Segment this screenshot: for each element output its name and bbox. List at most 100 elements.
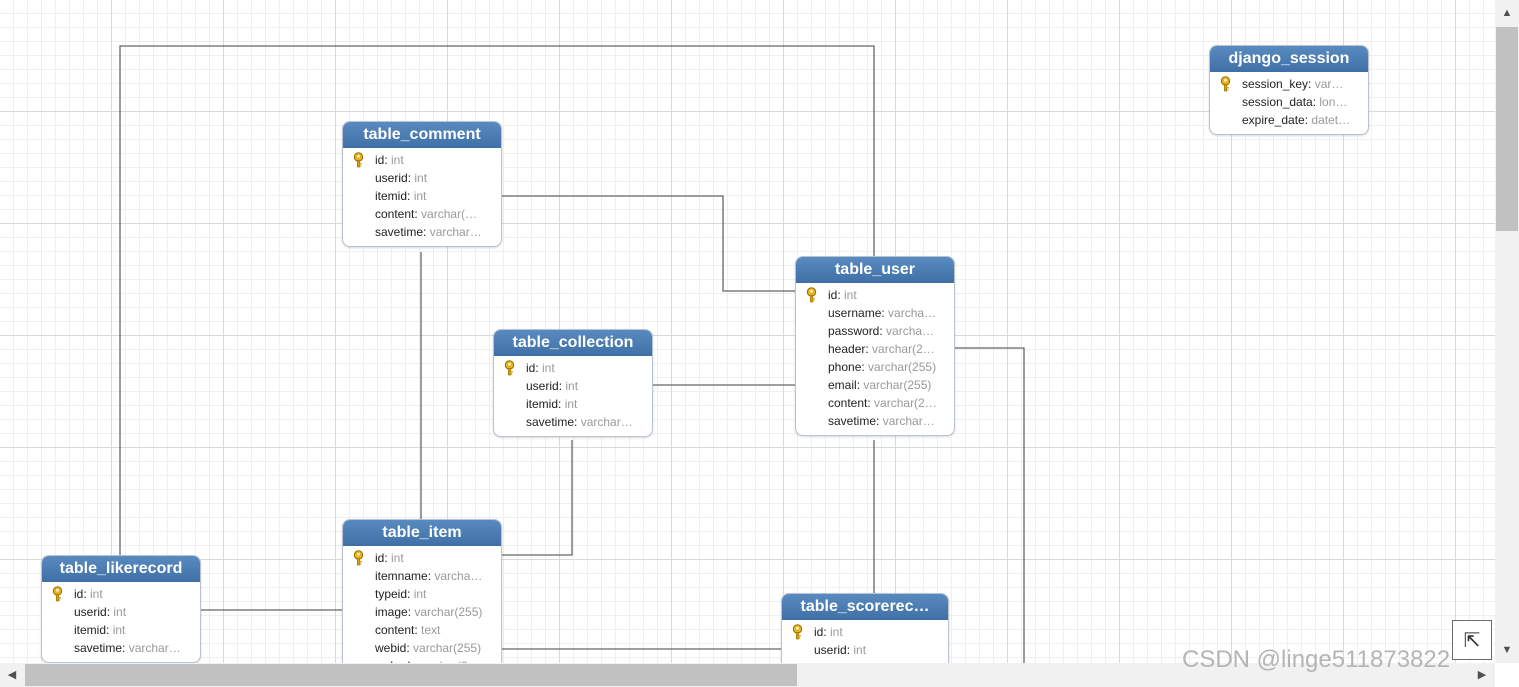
field-row[interactable]: id: int [782,623,948,641]
table-collection-entity[interactable]: table_collection id: int userid: int ite… [493,329,653,437]
field-name: itemname [375,569,428,583]
field-row[interactable]: id: int [343,151,501,169]
field-row[interactable]: password: varcha… [828,324,935,338]
chevron-left-icon[interactable]: ◀ [7,669,17,681]
field-row[interactable]: savetime: varchar… [375,225,482,239]
field-name: itemid [526,397,559,411]
key-icon [791,624,804,640]
field-type: int [414,171,428,185]
zoom-out-arrow-icon[interactable]: ⇱ [1452,620,1492,660]
chevron-down-icon[interactable]: ▼ [1501,644,1513,656]
field-row[interactable]: userid: int [375,171,428,185]
field-row[interactable]: savetime: varchar… [74,641,181,655]
field-name: userid [814,643,847,657]
field-row[interactable]: userid: int [814,643,867,657]
table-user-entity[interactable]: table_user id: int username: varcha… pas… [795,256,955,436]
field-type: int [844,288,857,302]
field-type: varchar(… [421,207,478,221]
table-scorerecord-entity[interactable]: table_scorerec… id: int userid: int item… [781,593,949,663]
horizontal-scroll-thumb[interactable] [25,664,797,686]
field-row[interactable]: phone: varchar(255) [828,360,937,374]
field-type: varchar… [429,225,482,239]
diagram-canvas[interactable]: table_comment id: int userid: int itemid… [0,0,1495,663]
relation-lines [119,45,1025,663]
table-header[interactable]: table_comment [343,122,501,148]
field-row[interactable]: id: int [343,549,501,567]
field-row[interactable]: webid: varchar(255) [375,641,482,655]
field-type: lon… [1319,95,1348,109]
field-row[interactable]: userid: int [74,605,127,619]
field-row[interactable]: expire_date: datet… [1242,113,1351,127]
field-name: id [74,587,84,601]
field-type: varchar(255) [863,378,932,392]
table-header[interactable]: django_session [1210,46,1368,72]
field-type: varchar(255) [868,360,937,374]
watermark: CSDN @linge511873822 [1182,646,1451,673]
field-row[interactable]: image: varchar(255) [375,605,483,619]
field-row[interactable]: username: varcha… [828,306,937,320]
field-row[interactable]: itemid: int [375,189,427,203]
field-type: int [113,605,127,619]
field-row[interactable]: content: varchar(… [375,207,478,221]
field-name: savetime [526,415,575,429]
field-name: username [828,306,882,320]
field-type: int [853,643,867,657]
field-row[interactable]: userid: int [526,379,579,393]
field-type: int [413,587,427,601]
key-icon [352,152,365,168]
field-row[interactable]: typeid: int [375,587,427,601]
field-name: webid [375,641,407,655]
field-row[interactable]: content: varchar(2… [828,396,937,410]
field-name: itemid [375,189,408,203]
field-name: header [828,342,866,356]
field-name: userid [375,171,408,185]
field-row[interactable]: email: varchar(255) [828,378,932,392]
field-name: image [375,605,408,619]
field-type: int [564,397,578,411]
table-header[interactable]: table_likerecord [42,556,200,582]
field-row[interactable]: content: text [375,623,441,637]
field-row[interactable]: savetime: varchar… [828,414,935,428]
field-row[interactable]: id: int [42,585,200,603]
field-row[interactable]: itemid: int [74,623,126,637]
field-name: id [828,288,838,302]
field-row[interactable]: header: varchar(2… [828,342,935,356]
field-type: varchar(2… [872,342,935,356]
django-session-entity[interactable]: django_session session_key: var… session… [1209,45,1369,135]
field-name: session_data [1242,95,1313,109]
field-row[interactable]: savetime: varchar… [526,415,633,429]
field-type: varchar… [882,414,935,428]
field-name: id [814,625,824,639]
table-header[interactable]: table_collection [494,330,652,356]
field-row[interactable]: itemid: int [526,397,578,411]
table-header[interactable]: table_item [343,520,501,546]
chevron-up-icon[interactable]: ▲ [1501,7,1513,19]
field-name: phone [828,360,862,374]
field-name: expire_date [1242,113,1305,127]
field-type: varchar(255) [413,641,482,655]
table-likerecord-entity[interactable]: table_likerecord id: int userid: int ite… [41,555,201,663]
field-name: session_key [1242,77,1309,91]
field-name: id [375,551,385,565]
field-type: int [112,623,126,637]
field-name: savetime [375,225,424,239]
key-icon [805,287,818,303]
key-icon [51,586,64,602]
table-item-entity[interactable]: table_item id: int itemname: varcha… typ… [342,519,502,663]
field-name: savetime [828,414,877,428]
field-row[interactable]: id: int [494,359,652,377]
field-type: varchar(255) [414,605,483,619]
field-row[interactable]: id: int [796,286,954,304]
chevron-right-icon[interactable]: ▶ [1477,669,1487,681]
field-row[interactable]: session_data: lon… [1242,95,1348,109]
table-comment-entity[interactable]: table_comment id: int userid: int itemid… [342,121,502,247]
field-type: int [830,625,843,639]
vertical-scroll-thumb[interactable] [1496,27,1518,231]
field-name: content [375,623,415,637]
table-header[interactable]: table_scorerec… [782,594,948,620]
table-header[interactable]: table_user [796,257,954,283]
field-name: email [828,378,857,392]
field-row[interactable]: session_key: var… [1210,75,1368,93]
field-name: userid [74,605,107,619]
field-row[interactable]: itemname: varcha… [375,569,483,583]
